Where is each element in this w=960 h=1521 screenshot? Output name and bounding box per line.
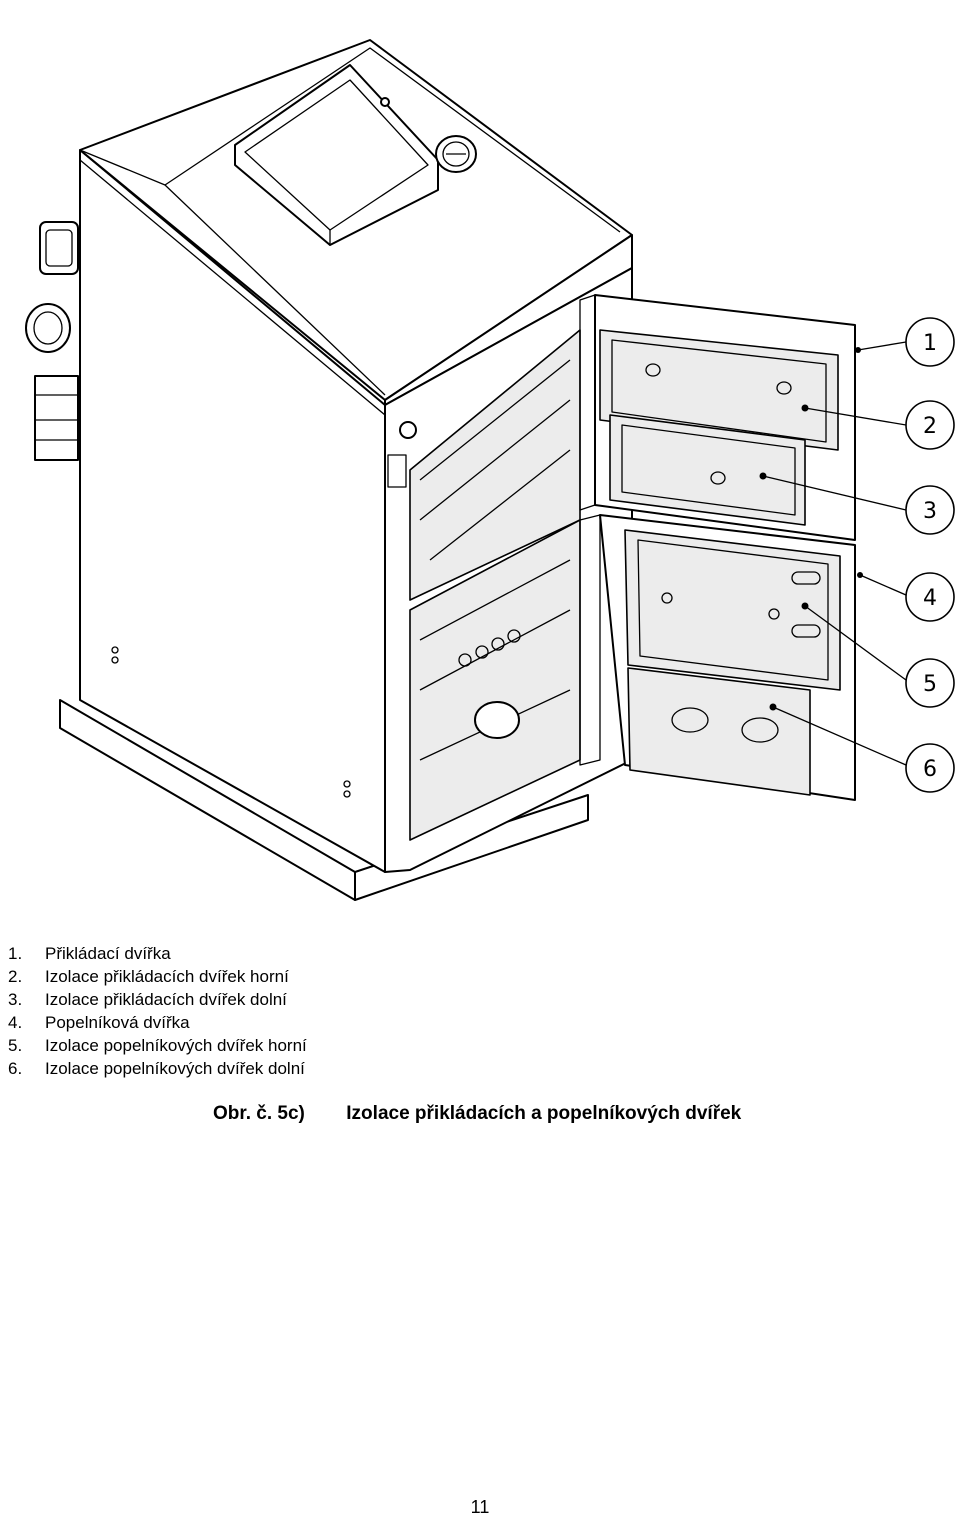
boiler-front-interior — [384, 267, 633, 873]
legend-number: 2. — [8, 967, 23, 986]
callout-2-label: 2 — [923, 414, 937, 439]
legend-item: 2. Izolace přikládacích dvířek horní — [8, 965, 528, 988]
callout-4: 4 — [905, 572, 955, 622]
legend-text: Izolace přikládacích dvířek dolní — [45, 990, 287, 1009]
callout-5: 5 — [905, 658, 955, 708]
legend-text: Izolace popelníkových dvířek horní — [45, 1036, 307, 1055]
callout-6: 6 — [905, 743, 955, 793]
legend-item: 1. Přikládací dvířka — [8, 942, 528, 965]
callout-3: 3 — [905, 485, 955, 535]
boiler-technical-drawing: 1 2 3 4 5 6 — [25, 39, 955, 901]
legend-item: 5. Izolace popelníkových dvířek horní — [8, 1034, 528, 1057]
page-number: 11 — [470, 1497, 490, 1517]
legend-number: 5. — [8, 1036, 23, 1055]
legend-item: 3. Izolace přikládacích dvířek dolní — [8, 988, 528, 1011]
boiler-base — [59, 699, 589, 901]
figure-caption: Obr. č. 5c) Izolace přikládacích a popel… — [213, 1103, 741, 1125]
callout-leaders — [759, 341, 907, 766]
figure-label: Obr. č. 5c) — [213, 1103, 305, 1124]
legend-number: 1. — [8, 944, 23, 963]
legend-item: 6. Izolace popelníkových dvířek dolní — [8, 1057, 528, 1080]
legend-text: Izolace přikládacích dvířek horní — [45, 967, 289, 986]
parts-legend: 1. Přikládací dvířka 2. Izolace přikláda… — [8, 942, 528, 1080]
ash-door — [579, 514, 856, 801]
loading-door — [579, 294, 856, 541]
figure-title: Izolace přikládacích a popelníkových dví… — [346, 1103, 742, 1124]
callout-4-label: 4 — [923, 586, 937, 611]
legend-number: 4. — [8, 1013, 23, 1032]
callout-1-label: 1 — [923, 331, 937, 356]
legend-text: Přikládací dvířka — [45, 944, 171, 963]
callout-5-label: 5 — [923, 672, 937, 697]
legend-text: Popelníková dvířka — [45, 1013, 190, 1032]
callout-1: 1 — [905, 317, 955, 367]
callout-3-label: 3 — [923, 499, 937, 524]
legend-item: 4. Popelníková dvířka — [8, 1011, 528, 1034]
legend-number: 6. — [8, 1059, 23, 1078]
callout-2: 2 — [905, 400, 955, 450]
side-accessories — [25, 221, 79, 461]
boiler-top — [79, 39, 633, 406]
legend-text: Izolace popelníkových dvířek dolní — [45, 1059, 305, 1078]
legend-number: 3. — [8, 990, 23, 1009]
callout-6-label: 6 — [923, 757, 937, 782]
